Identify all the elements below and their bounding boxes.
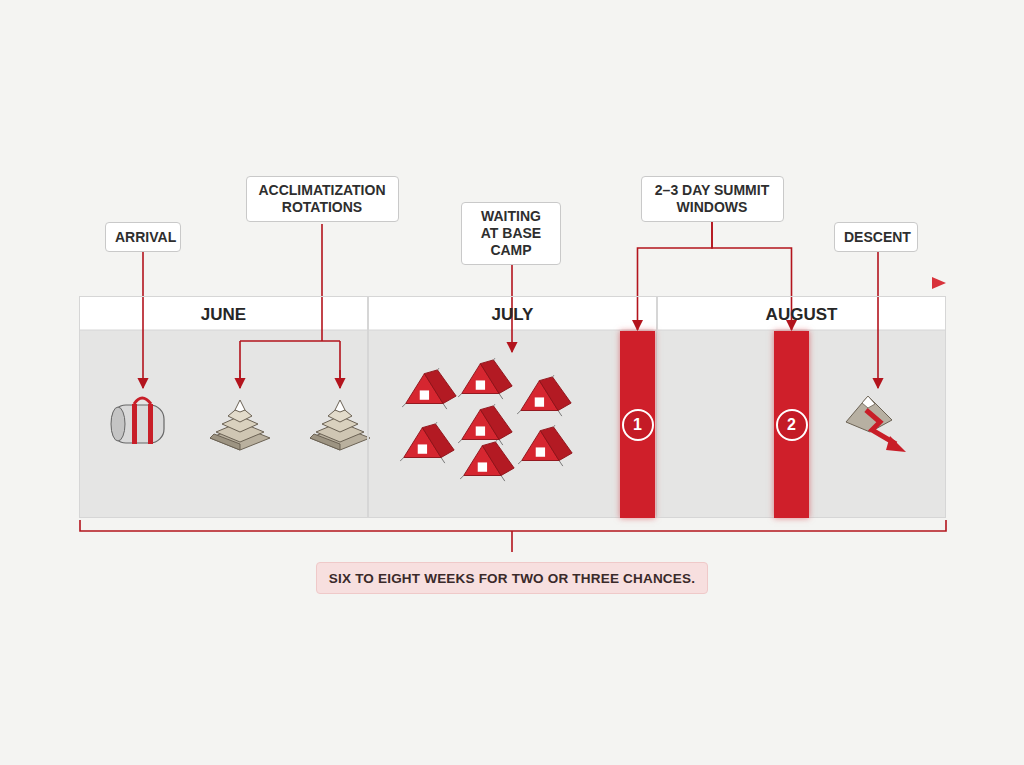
month-panel: JULY 1 bbox=[368, 296, 657, 518]
descent-mountain-icon bbox=[846, 396, 906, 452]
callout-box: 2–3 DAY SUMMIT WINDOWS bbox=[641, 176, 784, 222]
timeline-glow bbox=[80, 280, 936, 286]
caption-text: SIX TO EIGHT WEEKS FOR TWO OR THREE CHAN… bbox=[329, 571, 695, 586]
month-label: AUGUST bbox=[658, 297, 945, 331]
month-label: JULY bbox=[369, 297, 656, 331]
callout-box: ACCLIMATIZATION ROTATIONS bbox=[246, 176, 399, 222]
rotation-pyramid-icon bbox=[310, 400, 370, 450]
callout-box: DESCENT bbox=[834, 222, 918, 252]
callout-label: ACCLIMATIZATION ROTATIONS bbox=[256, 182, 389, 216]
callout-box: WAITING AT BASE CAMP bbox=[461, 202, 561, 265]
rotation-pyramid-icon bbox=[210, 400, 270, 450]
span-bracket bbox=[80, 520, 946, 552]
callout-label: DESCENT bbox=[844, 229, 911, 246]
callout-number: 1 bbox=[622, 409, 654, 441]
month-panel: AUGUST 2 bbox=[657, 296, 946, 518]
callout-box: ARRIVAL bbox=[105, 222, 181, 252]
callout-label: 2–3 DAY SUMMIT WINDOWS bbox=[651, 182, 774, 216]
timeline-arrow bbox=[80, 282, 934, 285]
summit-window-band: 2 bbox=[774, 331, 809, 518]
caption-box: SIX TO EIGHT WEEKS FOR TWO OR THREE CHAN… bbox=[316, 562, 708, 594]
callout-number: 2 bbox=[776, 409, 808, 441]
callout-label: ARRIVAL bbox=[115, 229, 176, 246]
duffel-bag-icon bbox=[111, 398, 164, 444]
bracket-connector bbox=[638, 222, 713, 330]
base-camp-tents bbox=[400, 358, 572, 481]
month-label: JUNE bbox=[80, 297, 367, 331]
callout-label: WAITING AT BASE CAMP bbox=[471, 208, 551, 259]
timeline-arrowhead bbox=[932, 277, 946, 289]
month-panel: JUNE bbox=[79, 296, 368, 518]
summit-window-band: 1 bbox=[620, 331, 655, 518]
